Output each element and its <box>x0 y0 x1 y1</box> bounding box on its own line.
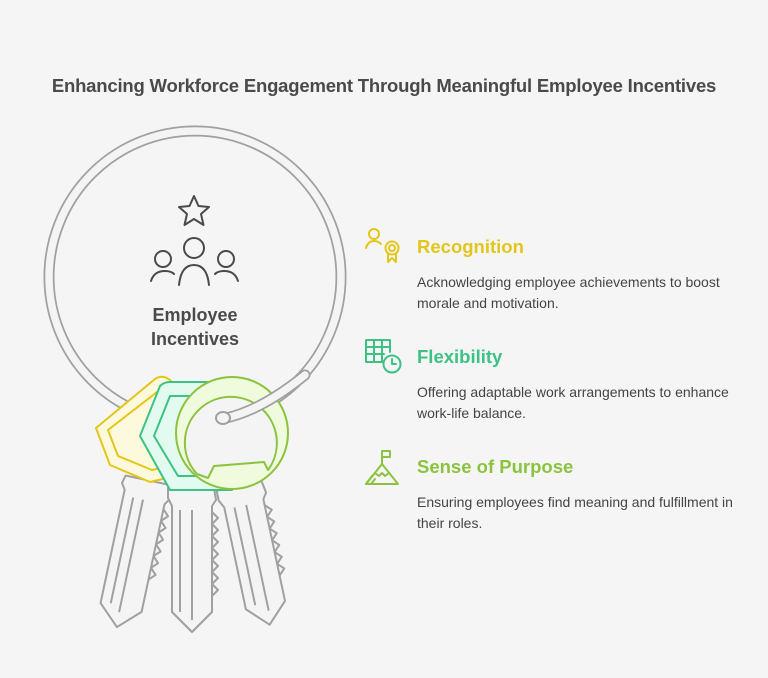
mountain-flag-icon <box>365 450 399 485</box>
item-description: Ensuring employees find meaning and fulf… <box>417 494 733 531</box>
person-award-icon <box>365 228 400 263</box>
item-heading: Sense of Purpose <box>417 456 574 477</box>
center-label: Employee Incentives <box>120 303 270 351</box>
center-label-line2: Incentives <box>150 329 240 349</box>
item-heading: Recognition <box>417 236 524 257</box>
item-description: Offering adaptable work arrangements to … <box>417 384 729 421</box>
item-heading: Flexibility <box>417 346 503 367</box>
people-star-icon <box>150 195 239 286</box>
key-head-purpose <box>175 376 289 490</box>
key-blades <box>99 474 287 633</box>
item-description: Acknowledging employee achievements to b… <box>417 274 720 311</box>
diagram-title: Enhancing Workforce Engagement Through M… <box>51 75 717 96</box>
ring-through-key <box>215 369 311 425</box>
center-label-line1: Employee <box>152 305 238 325</box>
table-clock-icon <box>365 339 402 374</box>
